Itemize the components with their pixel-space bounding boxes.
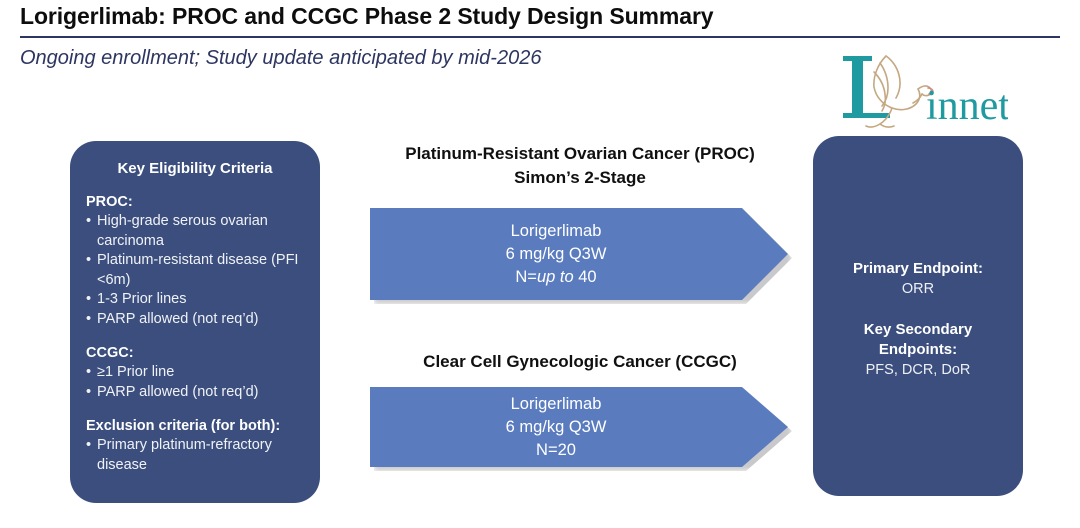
ccgc-drug-name: Lorigerlimab: [510, 394, 602, 413]
title-divider: [20, 36, 1060, 38]
proc-caption-line2: Simon’s 2-Stage: [514, 168, 646, 187]
ccgc-arrow-shape: [370, 387, 788, 467]
endpoints-panel: Primary Endpoint: ORR Key Secondary Endp…: [813, 136, 1023, 496]
page-subtitle: Ongoing enrollment; Study update anticip…: [20, 47, 542, 69]
proc-n-italic: up to: [536, 267, 574, 286]
list-item: PARP allowed (not req’d): [86, 310, 304, 330]
proc-caption-line1: Platinum-Resistant Ovarian Cancer (PROC): [405, 144, 755, 163]
ccgc-treatment-arrow: Lorigerlimab 6 mg/kg Q3W N=20: [370, 387, 788, 467]
proc-n-suffix: 40: [578, 267, 597, 286]
proc-cohort-caption: Platinum-Resistant Ovarian Cancer (PROC)…: [340, 142, 820, 190]
proc-criteria-list: High-grade serous ovarian carcinoma Plat…: [86, 212, 304, 329]
page-title: Lorigerlimab: PROC and CCGC Phase 2 Stud…: [20, 3, 714, 29]
endpoints-content: Primary Endpoint: ORR Key Secondary Endp…: [813, 259, 1023, 381]
exclusion-criteria-list: Primary platinum-refractory disease: [86, 436, 304, 475]
list-item: Platinum-resistant disease (PFI <6m): [86, 251, 304, 290]
primary-endpoint-label: Primary Endpoint:: [852, 260, 983, 277]
list-item: High-grade serous ovarian carcinoma: [86, 212, 304, 251]
proc-arrow-text: Lorigerlimab 6 mg/kg Q3W N=up to 40: [370, 208, 742, 300]
secondary-endpoint-label-line2: Endpoints:: [878, 341, 958, 358]
ccgc-caption-line1: Clear Cell Gynecologic Cancer (CCGC): [423, 352, 737, 371]
proc-arrow-shape: [370, 208, 788, 300]
list-item: 1-3 Prior lines: [86, 290, 304, 310]
ccgc-criteria-list: ≥1 Prior line PARP allowed (not req’d): [86, 363, 304, 402]
ccgc-arrow-text: Lorigerlimab 6 mg/kg Q3W N=20: [370, 387, 742, 467]
eligibility-heading: Key Eligibility Criteria: [117, 160, 273, 177]
ccgc-group-label: CCGC:: [86, 345, 134, 361]
primary-endpoint-value: ORR: [901, 281, 935, 297]
logo-wordmark: innet: [926, 83, 1008, 129]
secondary-endpoint-value: PFS, DCR, DoR: [865, 362, 971, 378]
secondary-endpoint-label-line1: Key Secondary: [863, 321, 973, 338]
proc-sample-size: N=up to 40: [515, 266, 596, 289]
proc-n-prefix: N=: [515, 267, 537, 286]
linnet-logo: innet: [840, 42, 1008, 134]
endpoints-spacer: [813, 300, 1023, 320]
ccgc-sample-size: N=20: [536, 440, 576, 459]
exclusion-group-label: Exclusion criteria (for both):: [86, 418, 281, 434]
list-item: Primary platinum-refractory disease: [86, 436, 304, 475]
list-item: ≥1 Prior line: [86, 363, 304, 383]
ccgc-cohort-caption: Clear Cell Gynecologic Cancer (CCGC): [340, 350, 820, 374]
proc-treatment-arrow: Lorigerlimab 6 mg/kg Q3W N=up to 40: [370, 208, 788, 300]
ccgc-dose: 6 mg/kg Q3W: [505, 417, 607, 436]
proc-group-label: PROC:: [86, 194, 133, 210]
proc-dose: 6 mg/kg Q3W: [505, 244, 607, 263]
eligibility-panel: Key Eligibility Criteria PROC: High-grad…: [70, 141, 320, 503]
proc-drug-name: Lorigerlimab: [510, 221, 602, 240]
list-item: PARP allowed (not req’d): [86, 383, 304, 403]
